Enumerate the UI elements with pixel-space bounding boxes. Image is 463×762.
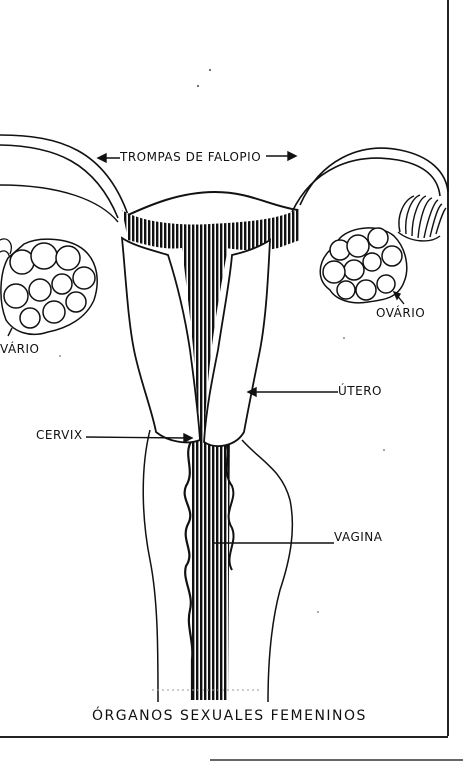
fallopian-tube-left <box>0 135 128 215</box>
vaginal-rugae-left <box>185 440 193 700</box>
vaginal-wall-left <box>143 430 158 702</box>
label-ovario-right: OVÁRIO <box>376 306 425 320</box>
label-trompas: TROMPAS DE FALOPIO <box>120 150 261 164</box>
uterine-wall-hatch <box>122 208 300 250</box>
label-vagina: VAGINA <box>334 530 382 544</box>
vaginal-canal <box>190 425 230 700</box>
fallopian-tube-right-inner <box>292 158 440 212</box>
fimbriae-right <box>398 195 446 241</box>
ovary-left <box>1 239 97 334</box>
uterus-fundus <box>128 192 298 215</box>
diagram-caption: ÓRGANOS SEXUALES FEMENINOS <box>92 708 367 724</box>
label-cervix: CERVIX <box>36 428 83 442</box>
label-ovario-left: VÁRIO <box>0 342 39 356</box>
vaginal-wall-right <box>242 440 292 702</box>
label-utero: ÚTERO <box>338 384 382 398</box>
